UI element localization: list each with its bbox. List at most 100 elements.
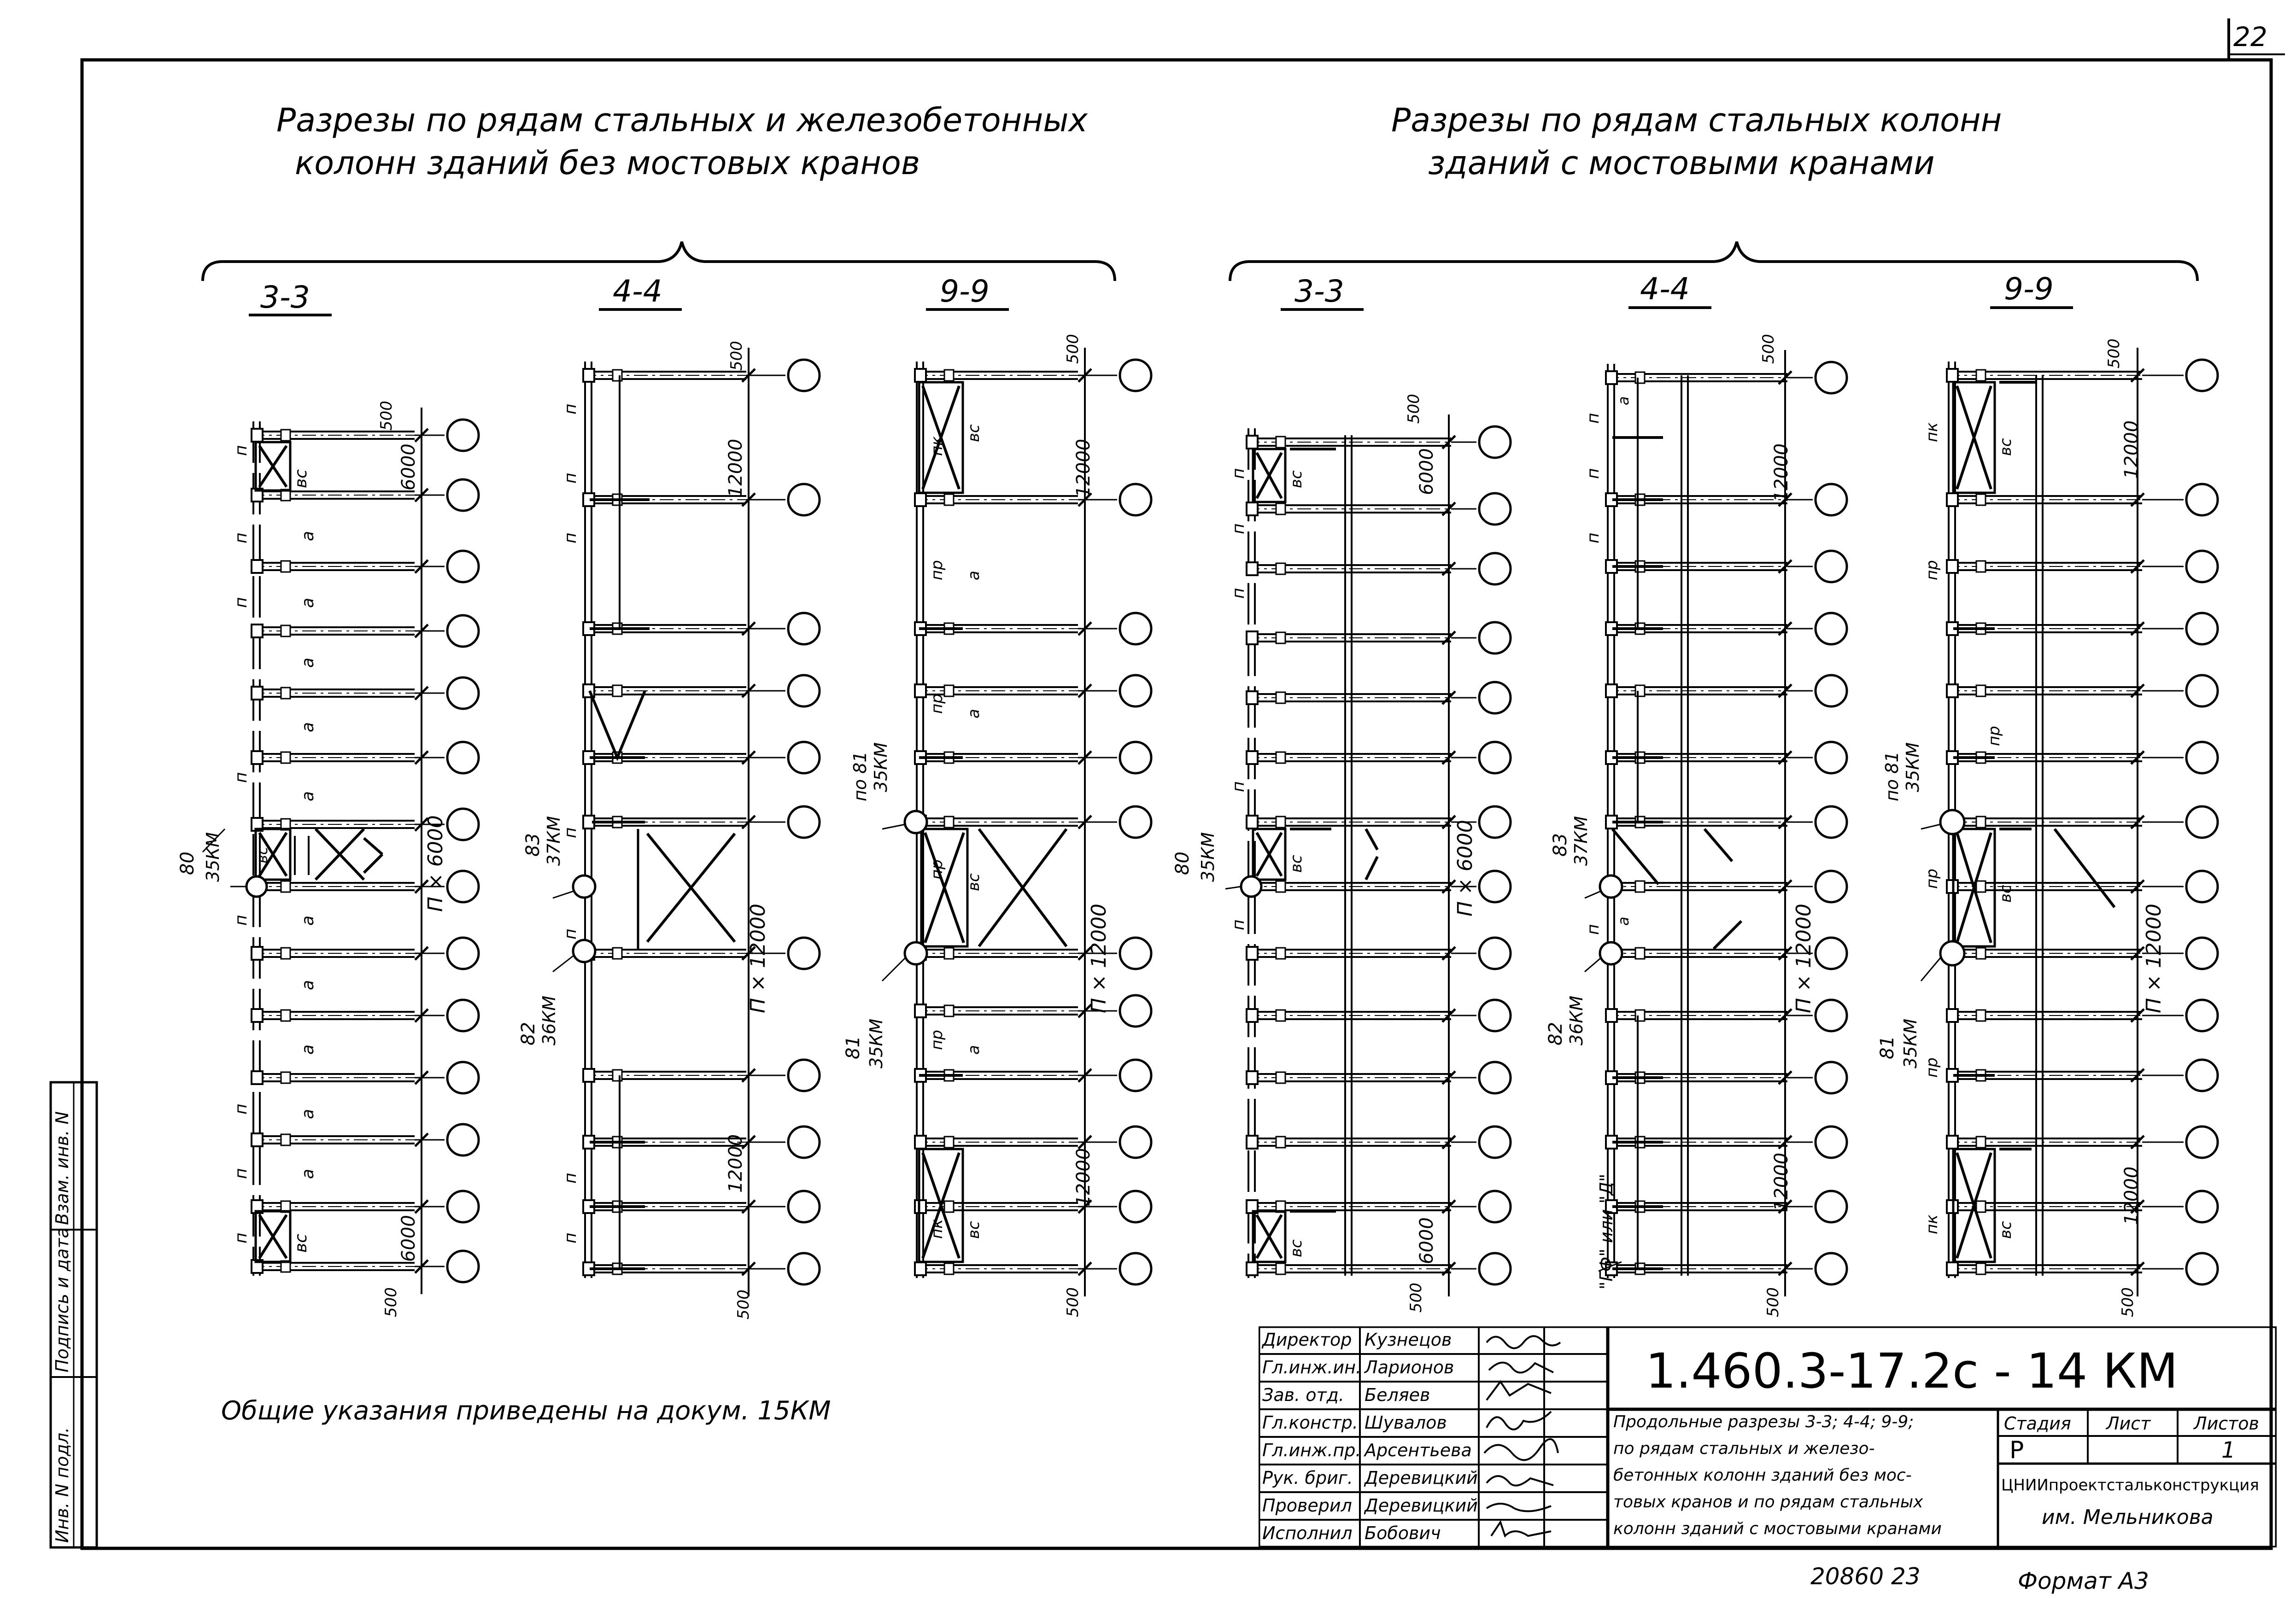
label: а xyxy=(299,531,317,541)
label: п xyxy=(561,1232,580,1243)
brace-panel xyxy=(920,828,969,948)
label: п xyxy=(1229,468,1248,479)
axis-marker xyxy=(2185,1058,2219,1092)
axis-marker xyxy=(2185,1125,2219,1159)
axis-marker xyxy=(787,358,821,392)
label: п xyxy=(561,532,580,543)
axis-marker xyxy=(1478,870,1512,904)
dimension-tick xyxy=(1778,1135,1792,1150)
brace-member xyxy=(1703,828,1734,862)
strut-node xyxy=(1605,683,1618,698)
strut-node xyxy=(1246,435,1259,449)
dimension-tick xyxy=(2130,750,2145,765)
section-title: 9-9 xyxy=(2004,271,2054,307)
axis-marker xyxy=(446,418,480,452)
label: 35КМ xyxy=(203,832,223,882)
dimension-tick xyxy=(1778,559,1792,574)
strut-node xyxy=(1246,690,1259,705)
side-stamp: Взам. инв. N Подпись и дата Инв. N подл. xyxy=(49,1081,98,1549)
dimension-tick xyxy=(414,1199,429,1214)
axis-marker xyxy=(1814,998,1848,1033)
axis-marker xyxy=(2185,1252,2219,1286)
dimension-tick xyxy=(1778,1008,1792,1023)
brace-member xyxy=(1956,1152,1992,1259)
strut-node xyxy=(280,624,291,637)
strut-node xyxy=(914,683,927,698)
leader xyxy=(552,955,574,973)
axis-marker xyxy=(446,614,480,648)
strut-node xyxy=(914,1068,927,1083)
role-label: Гл.инж.ин. xyxy=(1262,1357,1362,1377)
axis-marker xyxy=(1478,425,1512,459)
dimension-tick xyxy=(1078,750,1092,765)
section-title: 3-3 xyxy=(260,280,310,315)
brace-member xyxy=(924,832,965,943)
label: вс xyxy=(1287,855,1306,873)
brace-member xyxy=(921,1152,961,1259)
axis-marker xyxy=(787,741,821,775)
label: пк xyxy=(1923,1214,1941,1234)
role-label: Исполнил xyxy=(1262,1523,1353,1543)
label: 12000 xyxy=(1771,1153,1792,1211)
strut-node xyxy=(1634,880,1646,893)
axis-marker xyxy=(2185,998,2219,1033)
strut-node xyxy=(1275,947,1286,960)
axis-marker xyxy=(787,1252,821,1286)
axis-marker xyxy=(1119,483,1153,517)
role-label: Гл.констр. xyxy=(1262,1412,1358,1433)
description-line: товых кранов и по рядам стальных xyxy=(1613,1493,1923,1511)
label: п xyxy=(561,1173,580,1184)
strut-node xyxy=(612,684,623,697)
leader xyxy=(1921,823,1941,830)
axis-marker xyxy=(2185,358,2219,392)
stamp-podpis: Подпись и дата xyxy=(52,1227,72,1372)
axis-marker xyxy=(2185,1190,2219,1224)
right-title-line1: Разрезы по рядам стальных колонн xyxy=(1391,101,2002,139)
dimension-tick xyxy=(414,1008,429,1023)
section-title: 4-4 xyxy=(1640,271,1690,307)
strut-node xyxy=(280,1133,291,1146)
strut-node xyxy=(1275,1009,1286,1022)
axis-marker xyxy=(446,1123,480,1157)
axis-marker xyxy=(903,810,928,835)
label: пк xyxy=(1923,422,1941,442)
strut-node xyxy=(1975,1262,1986,1275)
strut-node xyxy=(1975,369,1986,382)
label: а xyxy=(299,598,317,608)
dimension-tick xyxy=(414,817,429,832)
strut-node xyxy=(251,1132,264,1147)
axis-marker xyxy=(787,936,821,970)
axis-marker xyxy=(1814,361,1848,395)
axis-marker xyxy=(446,741,480,775)
axis-marker xyxy=(1814,612,1848,646)
title-block-grid xyxy=(1259,1326,2277,1547)
person-name: Бобович xyxy=(1365,1523,1441,1543)
strut-node xyxy=(280,947,291,960)
axis-marker xyxy=(1814,549,1848,584)
strut-node xyxy=(943,1004,955,1017)
axis-marker xyxy=(2185,483,2219,517)
leader xyxy=(552,890,574,899)
label: а xyxy=(299,1169,317,1179)
axis-marker xyxy=(1119,994,1153,1028)
dimension-tick xyxy=(2130,492,2145,507)
dimension-tick xyxy=(1078,368,1092,383)
dimension-tick xyxy=(741,492,756,507)
brace-panel xyxy=(1952,828,1996,948)
dimension-tick xyxy=(2130,879,2145,894)
brace-member xyxy=(258,832,288,877)
label: вс xyxy=(965,873,983,891)
label: п xyxy=(232,1232,251,1243)
strut-node xyxy=(1275,751,1286,764)
dimension-tick xyxy=(1078,946,1092,961)
label: 500 xyxy=(1064,1287,1082,1317)
label: 35КМ xyxy=(1900,1019,1921,1068)
dimension-tick xyxy=(1078,1135,1092,1150)
person-name: Кузнецов xyxy=(1365,1330,1452,1350)
strut-node xyxy=(251,686,264,700)
axis-marker xyxy=(1478,741,1512,775)
description-line: бетонных колонн зданий без мос- xyxy=(1613,1466,1912,1485)
format-label: Формат А3 xyxy=(2018,1568,2149,1594)
